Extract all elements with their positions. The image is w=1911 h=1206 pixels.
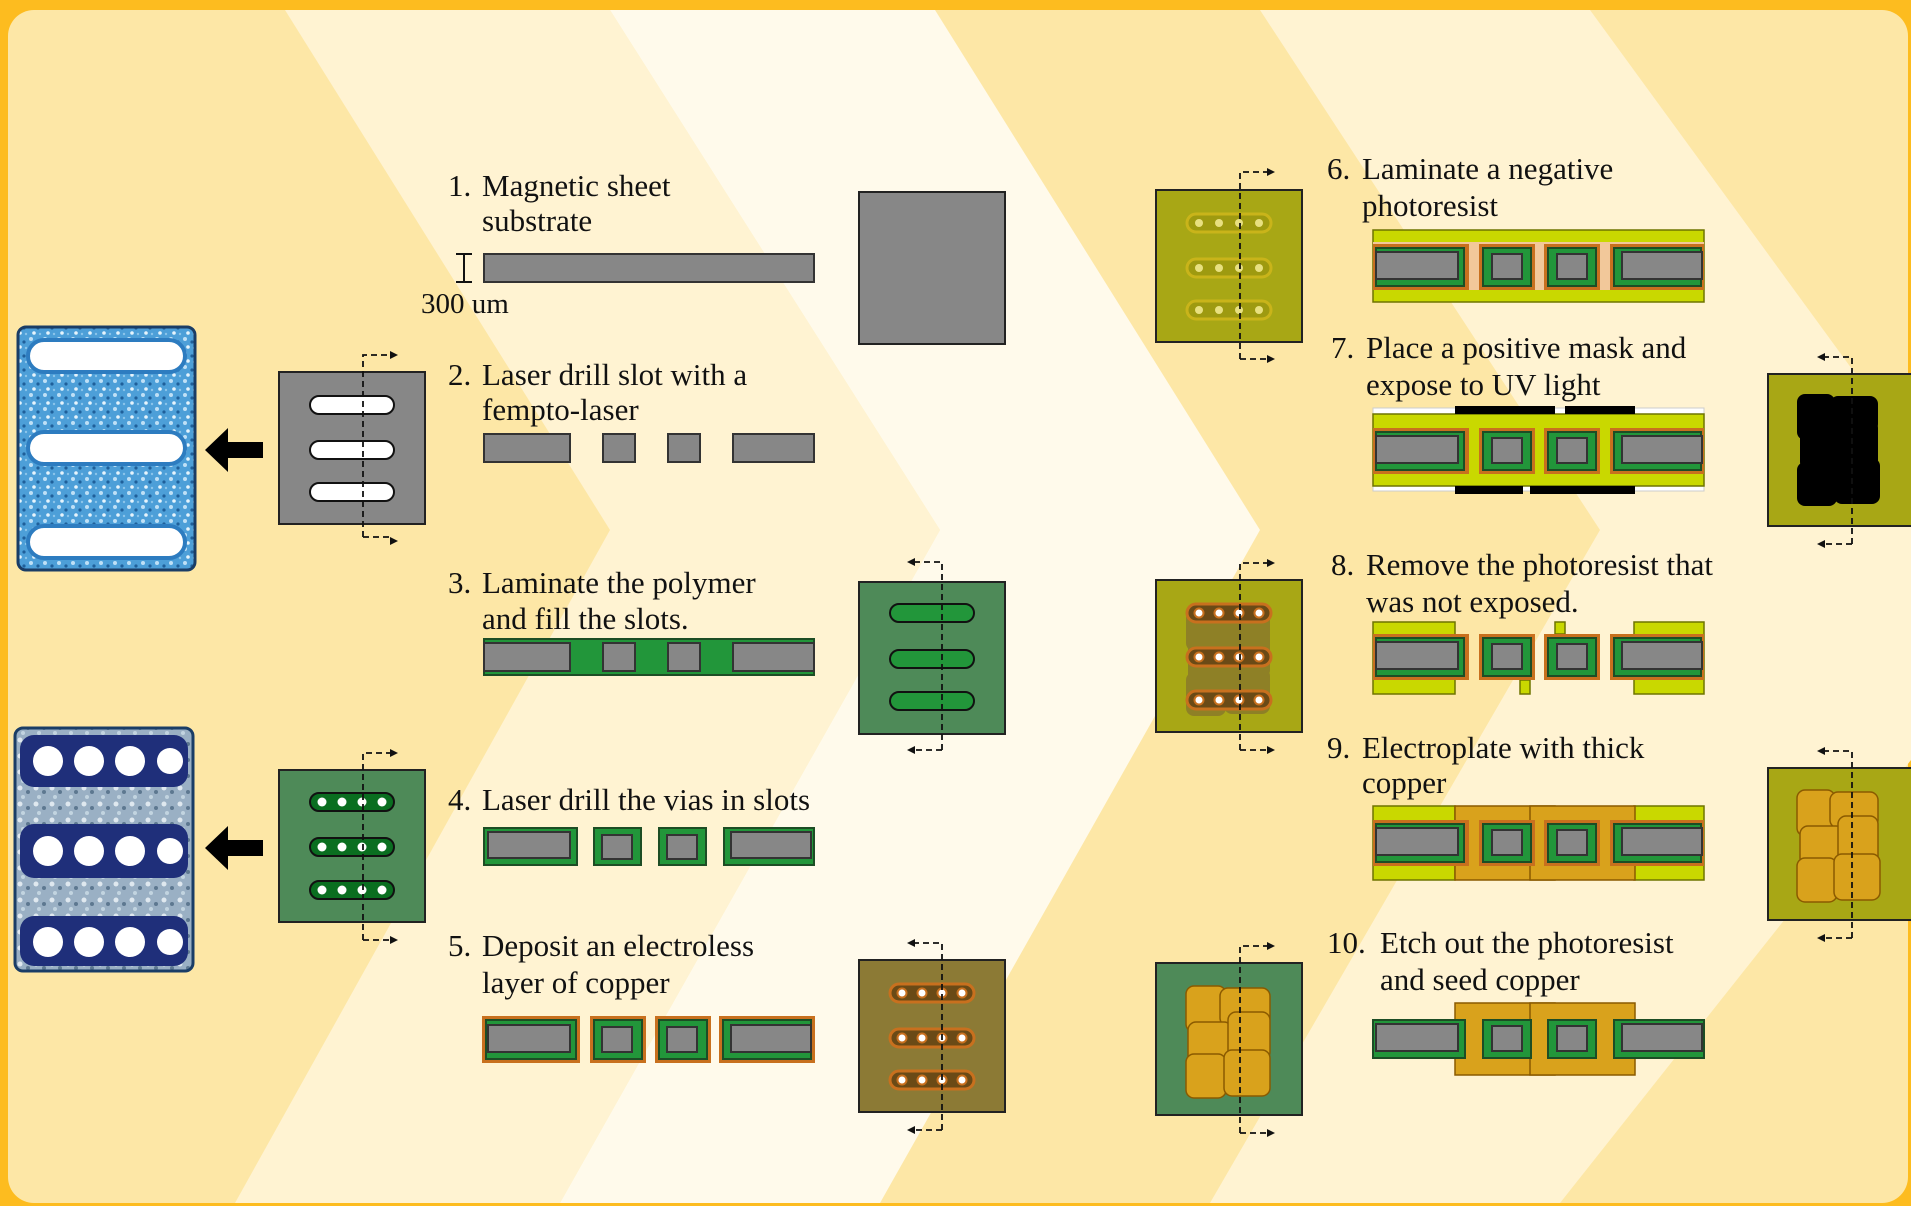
step-7-number: 7. [1331,330,1354,365]
step-8-label-line-2: was not exposed. [1366,584,1579,619]
step-6-label-line-1: Laminate a negative [1362,151,1613,186]
step-10-label-line-2: and seed copper [1380,962,1580,997]
step-8-number: 8. [1331,547,1354,582]
photoresist-laminated-top-view [1156,190,1302,342]
step-4-number: 4. [448,782,471,817]
photo-slots [18,327,195,570]
step-5-label-line-2: layer of copper [482,965,670,1000]
polymer-filled-top-view [859,582,1005,734]
step-7-label-line-2: expose to UV light [1366,367,1601,402]
uv-mask-top-view [1768,374,1911,526]
step-6-number: 6. [1327,151,1350,186]
step-3-label-line-1: Laminate the polymer [482,565,756,600]
photo-vias [15,728,193,971]
step-9-number: 9. [1327,730,1350,765]
step-1-number: 1. [448,168,471,203]
final-etched-top-view [1156,963,1302,1115]
mask-bar [1530,486,1635,494]
step-1-label-line-1: Magnetic sheet [482,168,671,203]
photoresist-laminated-cross-section [1373,230,1704,302]
electroplated-copper-cross-section [1373,806,1704,880]
step-4-label-line-1: Laser drill the vias in slots [482,782,810,817]
uv-exposure-cross-section [1373,406,1704,494]
step-3-number: 3. [448,565,471,600]
step-10-label-line-1: Etch out the photoresist [1380,925,1674,960]
magnetic-sheet-top-view [859,192,1005,344]
step-1-label-line-2: substrate [482,203,592,238]
drilled-vias-top-view [279,770,425,922]
step-5-label-line-1: Deposit an electroless [482,928,754,963]
slotted-sheet-top-view [279,372,425,524]
magnetic-sheet-cross-section [484,254,814,282]
step-2-number: 2. [448,357,471,392]
step-2-label-line-1: Laser drill slot with a [482,357,747,392]
mask-bar [1565,406,1635,414]
step-9-label-line-1: Electroplate with thick [1362,730,1645,765]
step-6-label-line-2: photoresist [1362,188,1498,223]
mask-bar [1455,486,1523,494]
mask-bar [1455,406,1555,414]
thickness-label: 300 um [421,288,509,320]
step-8-label-line-1: Remove the photoresist that [1366,547,1713,582]
step-10-number: 10. [1327,925,1366,960]
step-9-label-line-2: copper [1362,765,1447,800]
step-2-label-line-2: fempto-laser [482,392,639,427]
polymer-filled-cross-section [484,639,814,675]
electroplated-copper-top-view [1768,768,1911,920]
step-7-label-line-1: Place a positive mask and [1366,330,1687,365]
step-3-label-line-2: and fill the slots. [482,601,689,636]
step-5-number: 5. [448,928,471,963]
developed-photoresist-top-view [1156,580,1302,732]
electroless-copper-top-view [859,960,1005,1112]
